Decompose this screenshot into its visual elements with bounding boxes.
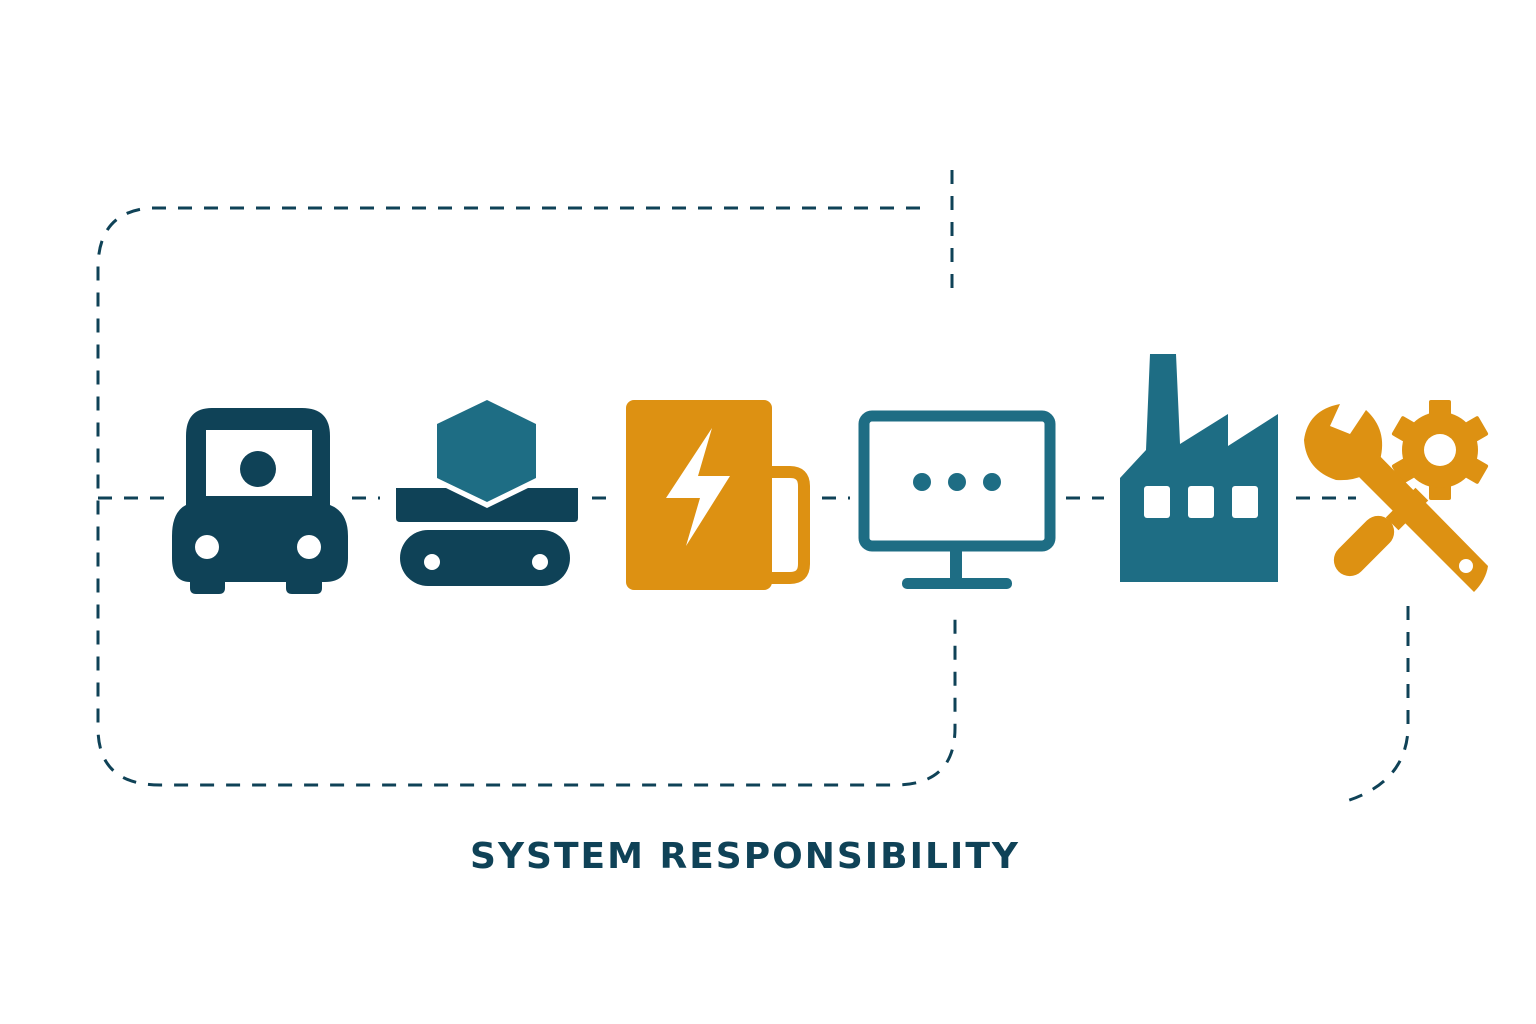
diagram-caption: SYSTEM RESPONSIBILITY — [470, 836, 1020, 877]
conveyor-platform-icon — [396, 400, 578, 586]
monitor-icon — [858, 410, 1056, 589]
factory-icon — [1120, 354, 1278, 582]
tools-gear-icon — [1304, 400, 1489, 592]
vehicle-icon — [172, 408, 348, 594]
right-boundary-hook — [1339, 606, 1410, 805]
boundary-lines — [96, 170, 1410, 805]
gear-icon — [1391, 400, 1489, 500]
wrench-icon — [1304, 404, 1488, 592]
left-boundary-loop — [96, 206, 957, 787]
energy-storage-icon — [626, 400, 810, 590]
